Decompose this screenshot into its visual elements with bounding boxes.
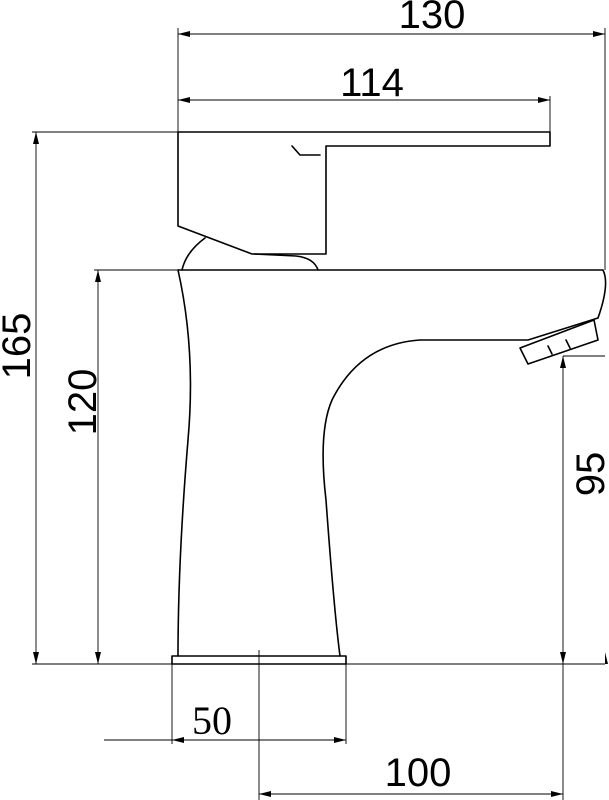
dimension-label-165: 165 bbox=[0, 313, 39, 380]
dimension-base-width: 50 bbox=[104, 664, 347, 744]
dimension-spout-clearance: 95 bbox=[560, 355, 609, 664]
dimension-label-100: 100 bbox=[385, 751, 452, 795]
dimension-label-130: 130 bbox=[399, 0, 466, 37]
spout-aerator bbox=[519, 319, 599, 365]
dimension-label-114: 114 bbox=[340, 61, 404, 105]
dimension-overall-width: 130 bbox=[177, 0, 606, 270]
faucet-body-left-edge bbox=[177, 269, 192, 657]
faucet-body bbox=[177, 269, 607, 657]
dimension-spout-reach: 100 bbox=[258, 650, 564, 800]
dimension-baseline bbox=[32, 652, 608, 665]
faucet-outline bbox=[171, 131, 607, 665]
dimension-overall-height: 165 bbox=[0, 131, 178, 664]
dimension-body-height: 120 bbox=[61, 269, 178, 664]
faucet-handle bbox=[177, 131, 551, 255]
dimension-label-50: 50 bbox=[192, 698, 232, 743]
dimension-label-120: 120 bbox=[61, 369, 105, 436]
cartridge-dome bbox=[181, 237, 319, 271]
dimension-label-95: 95 bbox=[569, 452, 609, 497]
dimension-lever-length: 114 bbox=[178, 61, 551, 132]
handle-lever-joint bbox=[291, 145, 321, 156]
